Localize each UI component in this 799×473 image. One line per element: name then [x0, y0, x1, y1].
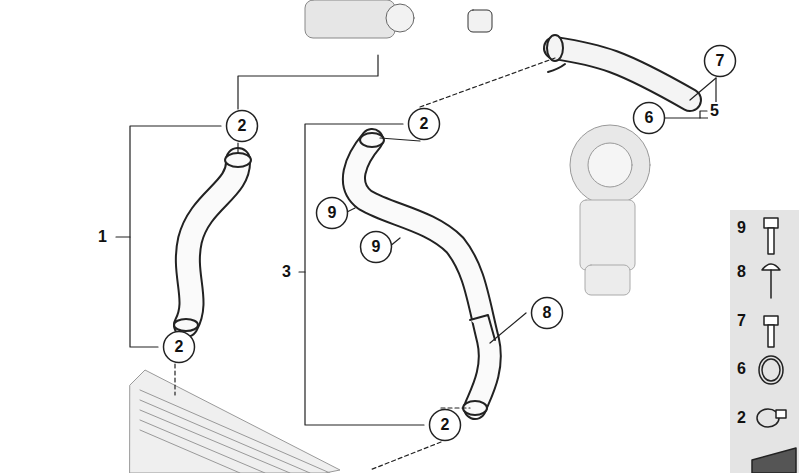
callout-circle: 2 [158, 330, 200, 364]
callout-number: 2 [403, 107, 445, 141]
callout-number: 2 [158, 330, 200, 364]
callout-number: 7 [699, 44, 741, 78]
callout-number: 8 [526, 296, 568, 330]
callout-circle: 6 [628, 101, 670, 135]
callout-number: 6 [628, 101, 670, 135]
callout-circle: 8 [526, 296, 568, 330]
callout-circle: 2 [221, 109, 263, 143]
assembly-number: 5 [708, 102, 721, 120]
callout-circle: 9 [355, 230, 397, 264]
callout-circle: 7 [699, 44, 741, 78]
assembly-number: 1 [96, 228, 109, 246]
callout-circle: 2 [403, 107, 445, 141]
part-number: 8 [735, 263, 748, 281]
callout-circle: 2 [424, 408, 466, 442]
part-number: 2 [735, 409, 748, 427]
callout-circle: 9 [311, 196, 353, 230]
assembly-number: 3 [280, 263, 293, 281]
callout-number: 2 [221, 109, 263, 143]
callout-number: 9 [311, 196, 353, 230]
callout-number: 9 [355, 230, 397, 264]
part-number: 6 [735, 360, 748, 378]
part-number: 7 [735, 312, 748, 330]
part-number: 9 [735, 219, 748, 237]
callout-number: 2 [424, 408, 466, 442]
